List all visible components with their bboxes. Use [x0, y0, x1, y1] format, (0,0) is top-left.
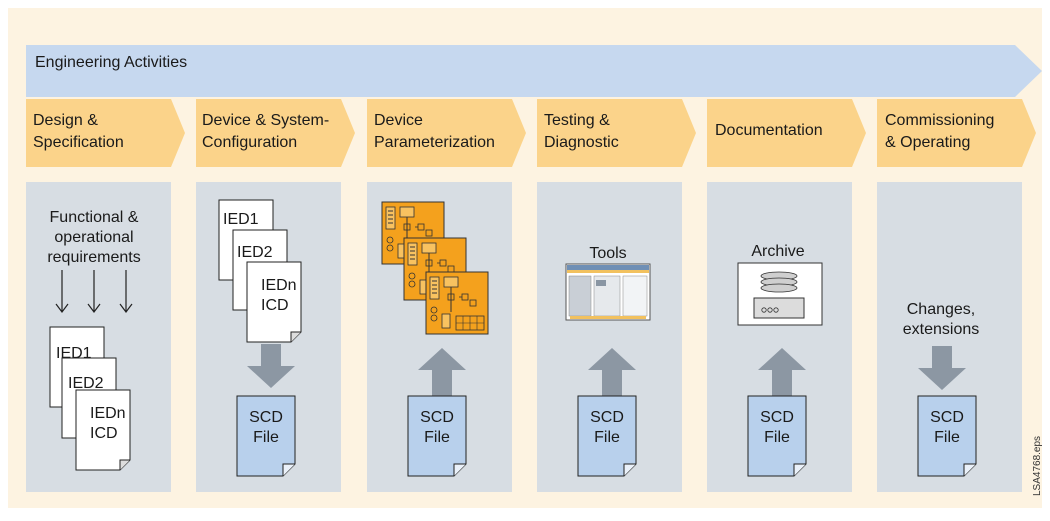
changes-line2: extensions: [903, 321, 980, 338]
ied-docs-configuration: IED1 IED2 IEDn ICD: [218, 199, 302, 343]
requirements-line2: operational: [54, 229, 133, 246]
ied-docs-design: IED1 IED2 IEDn ICD: [49, 326, 131, 471]
scd-label: SCD: [930, 409, 964, 426]
scd-label: File: [424, 429, 450, 446]
phase-documentation: Documentation: [707, 99, 866, 167]
device-icon: [425, 271, 489, 335]
doc-label-iedn: IEDn: [261, 277, 297, 294]
phase-label-line1: Design &: [33, 112, 98, 129]
engineering-activities-banner: [26, 45, 1042, 97]
phase-testing-diagnostic: Testing & Diagnostic: [537, 99, 696, 167]
requirement-arrows: [55, 270, 133, 313]
scd-label: File: [594, 429, 620, 446]
doc-label-ied2: IED2: [68, 375, 104, 392]
scd-label: SCD: [760, 409, 794, 426]
phase-label-line1: Device & System-: [202, 112, 329, 129]
phase-label-line2: Diagnostic: [544, 134, 619, 151]
doc-label-ied2: IED2: [237, 244, 273, 261]
phase-label-line1: Documentation: [715, 122, 823, 139]
phase-label-line2: Configuration: [202, 134, 297, 151]
phase-label-line2: & Operating: [885, 134, 970, 151]
archive-label: Archive: [751, 243, 804, 260]
scd-label: File: [253, 429, 279, 446]
scd-file-configuration: SCD File: [236, 395, 296, 477]
phase-commissioning-operating: Commissioning & Operating: [877, 99, 1036, 167]
doc-label-iedn: IEDn: [90, 405, 126, 422]
scd-label: File: [934, 429, 960, 446]
phase-design-specification: Design & Specification: [26, 99, 185, 167]
phase-label-line1: Commissioning: [885, 112, 994, 129]
phase-device-system-configuration: Device & System- Configuration: [196, 99, 355, 167]
scd-label: SCD: [249, 409, 283, 426]
scd-file-documentation: SCD File: [747, 395, 807, 477]
scd-file-parameterization: SCD File: [407, 395, 467, 477]
phase-device-parameterization: Device Parameterization: [367, 99, 526, 167]
arrow-down-icon: [87, 270, 101, 313]
doc-label-icd: ICD: [90, 425, 118, 442]
phase-label-line1: Testing &: [544, 112, 610, 129]
arrow-down-icon: [119, 270, 133, 313]
scd-label: SCD: [420, 409, 454, 426]
doc-label-icd: ICD: [261, 297, 289, 314]
scd-label: File: [764, 429, 790, 446]
arrow-down-icon: [55, 270, 69, 313]
phase-label-line2: Parameterization: [374, 134, 495, 151]
doc-label-ied1: IED1: [223, 211, 259, 228]
banner-title: Engineering Activities: [35, 54, 187, 71]
requirements-line3: requirements: [47, 249, 140, 266]
phase-label-line2: Specification: [33, 134, 124, 151]
changes-line1: Changes,: [907, 301, 976, 318]
scd-file-testing: SCD File: [577, 395, 637, 477]
tools-label: Tools: [589, 245, 626, 262]
phase-label-line1: Device: [374, 112, 423, 129]
requirements-text: Functional & operational requirements: [47, 209, 140, 266]
file-id-label: LSA4768.eps: [1032, 436, 1043, 496]
scd-file-commissioning: SCD File: [917, 395, 977, 477]
archive-icon: [737, 262, 823, 326]
scd-label: SCD: [590, 409, 624, 426]
requirements-line1: Functional &: [50, 209, 139, 226]
tools-screenshot-icon: [565, 263, 651, 321]
